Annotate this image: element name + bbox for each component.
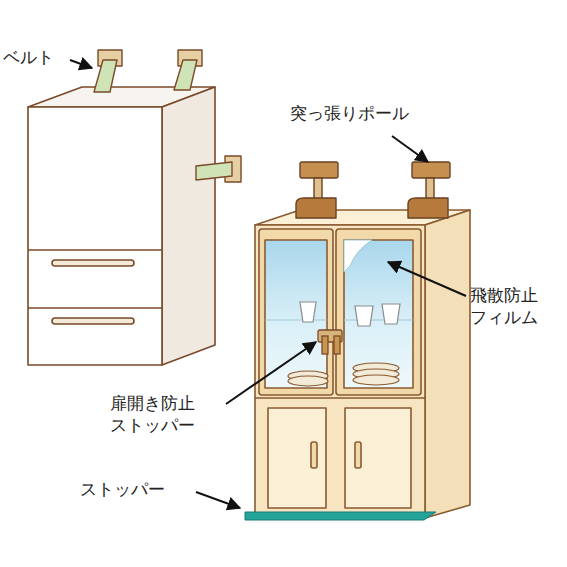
leader-arrow xyxy=(70,60,466,508)
callout-label: ストッパー xyxy=(80,478,192,500)
callout-label: 扉開き防止 ストッパー xyxy=(110,392,222,436)
cupboard xyxy=(255,210,470,518)
callout-label: 飛散防止 フィルム xyxy=(470,284,562,328)
refrigerator xyxy=(28,87,215,365)
door-latch xyxy=(318,330,342,354)
callout-label: 突っ張りポール xyxy=(290,102,430,124)
belt xyxy=(94,50,241,182)
dishes xyxy=(288,302,400,386)
floor-stopper xyxy=(245,512,436,520)
callout-label: ベルト xyxy=(3,46,83,68)
tension-pole xyxy=(296,162,450,218)
